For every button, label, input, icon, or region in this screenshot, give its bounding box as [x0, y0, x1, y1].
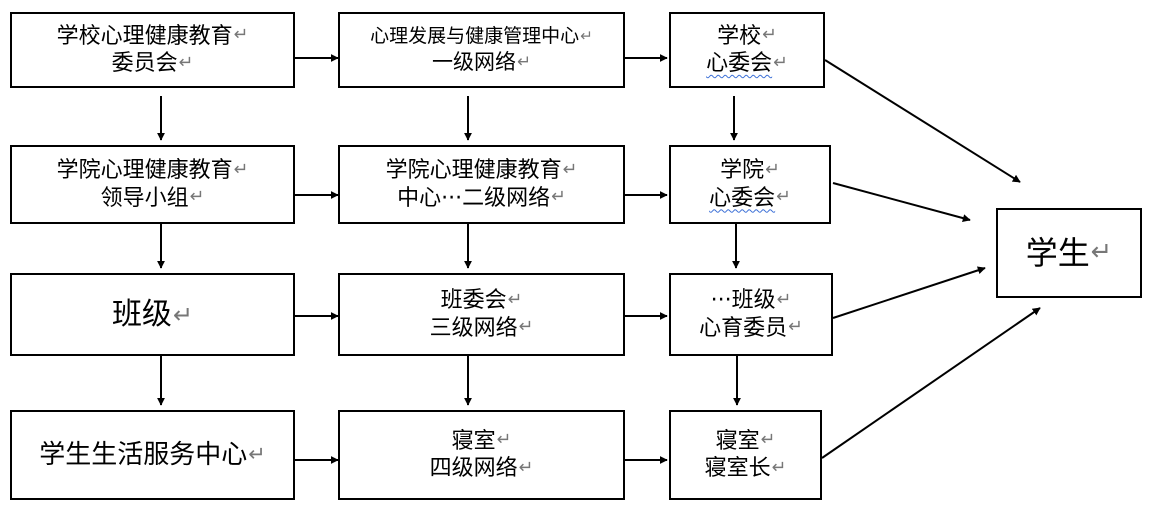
box-line: 学院心理健康教育	[385, 158, 562, 183]
box-level2-center: 学院心理健康教育↵ 中心···二级网络↵	[338, 145, 625, 224]
return-mark-icon: ↵	[788, 317, 803, 338]
return-mark-icon: ↵	[760, 430, 776, 451]
box-line: 寝室长	[704, 456, 771, 481]
box-line: 委员会	[111, 51, 178, 76]
box-line: ···班级	[710, 288, 776, 313]
box-line: 心育委员	[699, 315, 788, 341]
box-line: 中心···二级网络	[397, 185, 551, 211]
return-mark-icon: ↵	[518, 317, 534, 338]
box-line: 学生生活服务中心	[39, 439, 248, 470]
box-line: 心委会	[709, 185, 776, 211]
box-line: 学校	[717, 23, 762, 49]
return-mark-icon: ↵	[762, 25, 777, 46]
box-line: 班委会	[440, 288, 507, 313]
box-line: 三级网络	[429, 315, 518, 341]
box-line: 一级网络	[431, 49, 516, 74]
return-mark-icon: ↵	[172, 300, 194, 329]
return-mark-icon: ↵	[518, 457, 534, 478]
box-student: 学生↵	[996, 208, 1142, 298]
box-line: 学院	[720, 158, 765, 183]
box-class-psych-member: ···班级↵ 心育委员↵	[669, 273, 833, 356]
box-line: 心委会	[706, 51, 773, 76]
return-mark-icon: ↵	[776, 289, 792, 310]
return-mark-icon: ↵	[551, 187, 566, 208]
return-mark-icon: ↵	[233, 159, 249, 180]
box-school-psych-committee: 学校↵ 心委会↵	[669, 12, 825, 88]
box-student-life-center: 学生生活服务中心↵	[10, 410, 295, 500]
return-mark-icon: ↵	[1090, 237, 1113, 267]
box-level3-class-committee: 班委会↵ 三级网络↵	[338, 273, 625, 356]
arrow-b33-student	[832, 266, 986, 319]
arrow-b13-student	[824, 59, 1021, 183]
box-line: 学生	[1025, 234, 1090, 272]
return-mark-icon: ↵	[516, 51, 532, 72]
box-level4-dorm: 寝室↵ 四级网络↵	[338, 410, 625, 500]
return-mark-icon: ↵	[189, 187, 205, 208]
box-line: 学校心理健康教育	[56, 23, 233, 49]
return-mark-icon: ↵	[178, 52, 194, 73]
return-mark-icon: ↵	[496, 430, 512, 451]
box-class: 班级↵	[10, 273, 295, 356]
box-line: 心理发展与健康管理中心	[370, 25, 580, 47]
box-line: 四级网络	[429, 456, 518, 481]
return-mark-icon: ↵	[771, 457, 787, 478]
box-line: 寝室	[451, 428, 496, 454]
box-line: 学院心理健康教育	[56, 158, 233, 183]
return-mark-icon: ↵	[233, 25, 249, 46]
box-level1-center: 心理发展与健康管理中心↵ 一级网络↵	[338, 12, 625, 88]
arrow-b23-student	[832, 182, 971, 222]
arrow-b43-student	[821, 307, 1041, 459]
return-mark-icon: ↵	[562, 159, 578, 180]
box-line: 班级	[111, 296, 172, 332]
return-mark-icon: ↵	[776, 187, 791, 208]
return-mark-icon: ↵	[773, 52, 788, 73]
return-mark-icon: ↵	[765, 159, 780, 180]
return-mark-icon: ↵	[580, 27, 593, 46]
box-line: 寝室	[715, 428, 760, 454]
box-school-committee: 学校心理健康教育↵ 委员会↵	[10, 12, 295, 88]
return-mark-icon: ↵	[248, 442, 266, 466]
box-college-psych-committee: 学院↵ 心委会↵	[669, 145, 831, 224]
box-college-leadership: 学院心理健康教育↵ 领导小组↵	[10, 145, 295, 224]
return-mark-icon: ↵	[507, 289, 523, 310]
box-dorm-leader: 寝室↵ 寝室长↵	[669, 410, 822, 500]
box-line: 领导小组	[100, 185, 189, 211]
